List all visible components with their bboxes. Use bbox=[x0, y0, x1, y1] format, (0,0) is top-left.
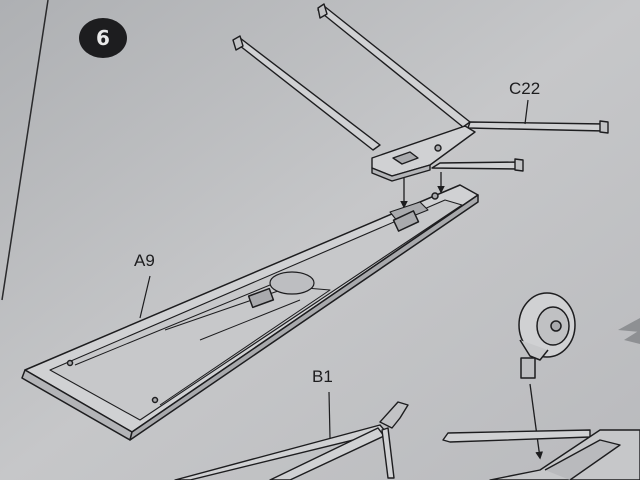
b1-bracket bbox=[379, 401, 409, 429]
part-wheel bbox=[518, 292, 576, 379]
step-badge: 6 bbox=[79, 18, 127, 58]
leader-a9 bbox=[139, 275, 151, 319]
step-number: 6 bbox=[96, 26, 110, 50]
step-badge-circle bbox=[79, 18, 127, 58]
page-corner-pattern bbox=[618, 318, 640, 344]
b1-strut-c bbox=[381, 427, 395, 479]
part-b1 bbox=[174, 401, 409, 480]
part-a9 bbox=[21, 184, 479, 441]
leader-b1 bbox=[328, 391, 331, 439]
label-c22: C22 bbox=[509, 79, 540, 98]
part-c22 bbox=[232, 3, 609, 182]
lower-right-rod bbox=[442, 429, 591, 443]
c22-strut-lower bbox=[431, 161, 521, 170]
part-lower-right bbox=[442, 429, 640, 480]
label-a9: A9 bbox=[134, 251, 155, 270]
arrow-wheel bbox=[529, 383, 544, 460]
leader-c22 bbox=[524, 99, 529, 125]
label-b1: B1 bbox=[312, 367, 333, 386]
page-border-line bbox=[1, 0, 49, 301]
wheel-strut-stub bbox=[520, 357, 536, 379]
